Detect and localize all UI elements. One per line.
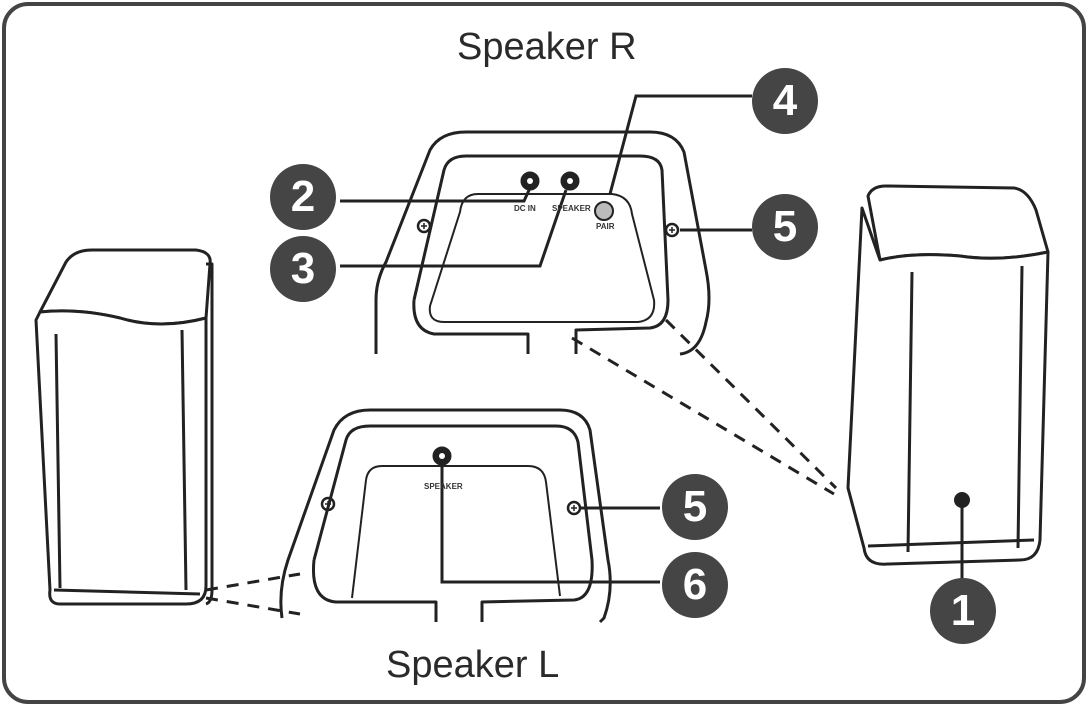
callout-2: 2 bbox=[270, 164, 336, 230]
callout-5-right: 5 bbox=[752, 194, 818, 260]
speaker-r-title: Speaker R bbox=[457, 26, 637, 68]
callout-3: 3 bbox=[270, 236, 336, 302]
dc-in-label: DC IN bbox=[514, 204, 536, 213]
leader-lines bbox=[340, 94, 964, 590]
projection-lines bbox=[205, 318, 838, 616]
speaker-r-back-panel bbox=[374, 130, 711, 356]
right-speaker bbox=[846, 184, 1050, 566]
callout-6: 6 bbox=[662, 552, 728, 618]
pair-label: PAIR bbox=[596, 222, 615, 231]
left-speaker bbox=[34, 248, 214, 606]
speaker-l-jack-label: SPEAKER bbox=[424, 482, 463, 491]
callout-4: 4 bbox=[752, 68, 818, 134]
callout-5-left: 5 bbox=[662, 474, 728, 540]
speaker-l-title: Speaker L bbox=[386, 644, 560, 686]
callout-1: 1 bbox=[930, 578, 996, 644]
speaker-r-jack-label: SPEAKER bbox=[552, 204, 591, 213]
speaker-l-back-panel bbox=[279, 408, 612, 624]
